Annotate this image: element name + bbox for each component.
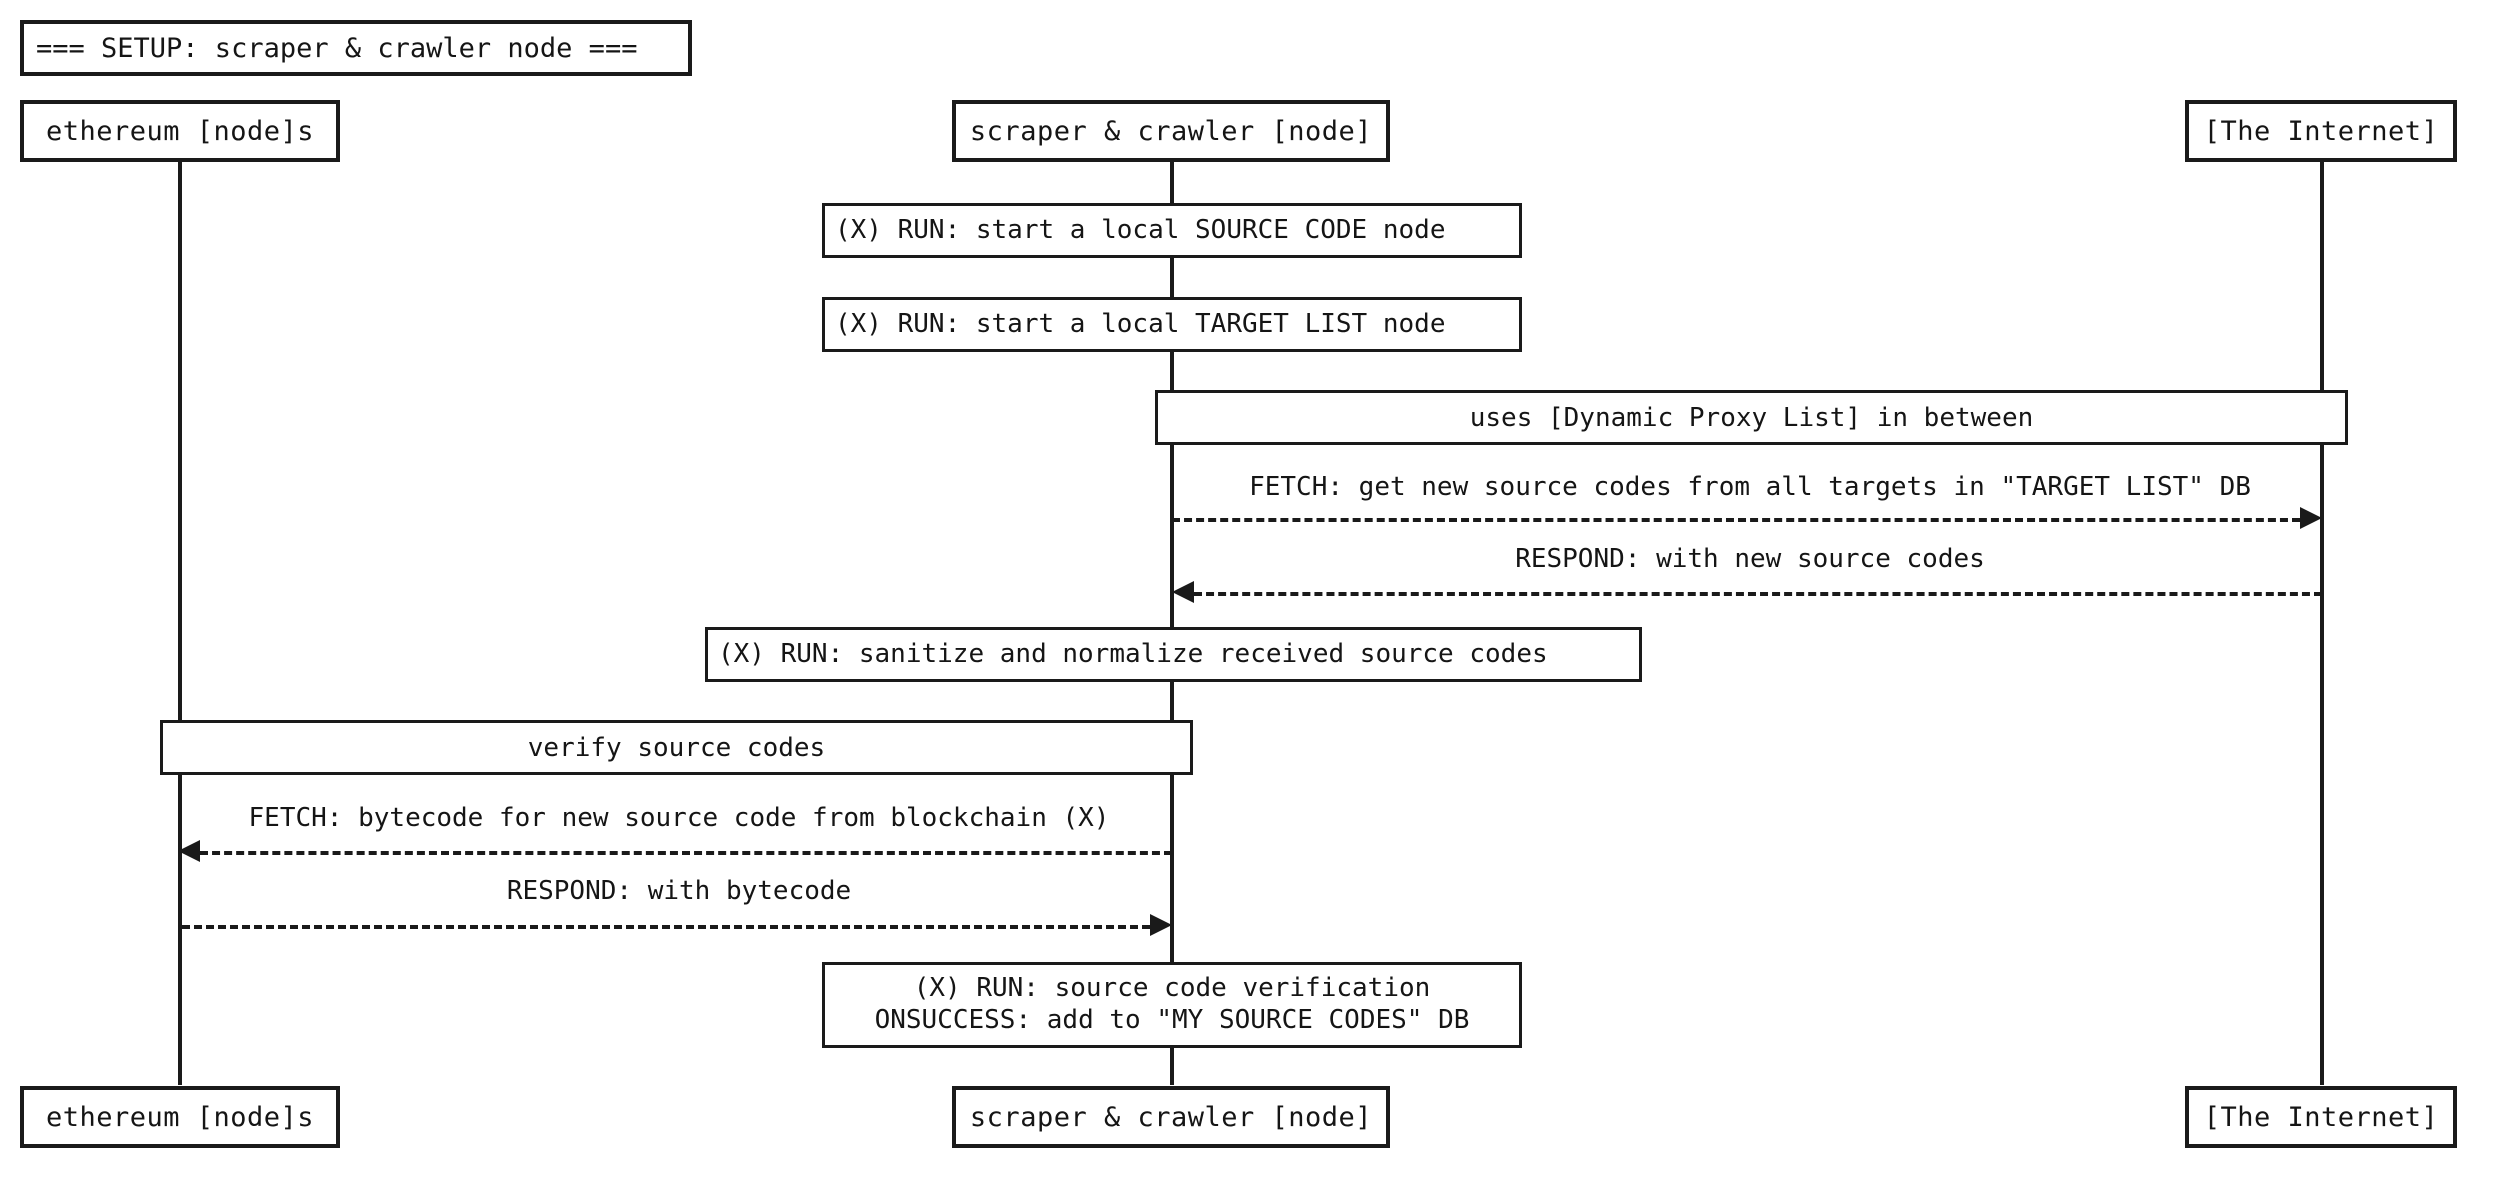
message-line-fetch-bytecode	[200, 851, 1172, 855]
arrow-head-respond-new-source-codes	[1172, 581, 1194, 603]
lifeline-ethereum	[178, 160, 182, 1085]
lifeline-scraper	[1170, 160, 1174, 1085]
note-verify-source-codes-label: verify source codes	[527, 732, 826, 763]
action-run-sanitize-normalize-label: (X) RUN: sanitize and normalize received…	[718, 638, 1548, 669]
arrow-head-fetch-new-source-codes	[2300, 507, 2322, 529]
message-label-fetch-bytecode: FETCH: bytecode for new source code from…	[186, 803, 1172, 833]
participant-ethereum-bottom[interactable]: ethereum [node]s	[20, 1086, 340, 1148]
note-dynamic-proxy-list[interactable]: uses [Dynamic Proxy List] in between	[1155, 390, 2348, 445]
message-text-fetch-bytecode: FETCH: bytecode for new source code from…	[248, 803, 1110, 833]
participant-scraper-bottom[interactable]: scraper & crawler [node]	[952, 1086, 1390, 1148]
action-run-sanitize-normalize[interactable]: (X) RUN: sanitize and normalize received…	[705, 627, 1642, 682]
message-text-fetch-new-source-codes: FETCH: get new source codes from all tar…	[1249, 472, 2251, 502]
participant-internet-top[interactable]: [The Internet]	[2185, 100, 2457, 162]
participant-ethereum-top[interactable]: ethereum [node]s	[20, 100, 340, 162]
arrow-head-fetch-bytecode	[178, 840, 200, 862]
participant-internet-bottom-label: [The Internet]	[2203, 1101, 2439, 1133]
lifeline-internet	[2320, 160, 2324, 1085]
message-label-fetch-new-source-codes: FETCH: get new source codes from all tar…	[1180, 472, 2320, 502]
action-run-source-code-verification-line2: ONSUCCESS: add to "MY SOURCE CODES" DB	[874, 1005, 1470, 1035]
participant-scraper-top[interactable]: scraper & crawler [node]	[952, 100, 1390, 162]
participant-ethereum-top-label: ethereum [node]s	[45, 115, 315, 147]
note-dynamic-proxy-list-label: uses [Dynamic Proxy List] in between	[1469, 402, 2034, 433]
message-label-respond-bytecode: RESPOND: with bytecode	[186, 876, 1172, 906]
action-run-source-code-verification[interactable]: (X) RUN: source code verification ONSUCC…	[822, 962, 1522, 1048]
setup-divider-label: === SETUP: scraper & crawler node ===	[36, 32, 638, 64]
participant-scraper-top-label: scraper & crawler [node]	[969, 115, 1373, 147]
action-run-source-code-node-label: (X) RUN: start a local SOURCE CODE node	[835, 214, 1446, 245]
message-text-respond-bytecode: RESPOND: with bytecode	[506, 876, 852, 906]
participant-internet-bottom[interactable]: [The Internet]	[2185, 1086, 2457, 1148]
action-run-source-code-verification-line1: (X) RUN: source code verification	[913, 973, 1431, 1004]
message-line-respond-bytecode	[182, 925, 1150, 929]
message-label-respond-new-source-codes: RESPOND: with new source codes	[1180, 544, 2320, 574]
message-text-respond-new-source-codes: RESPOND: with new source codes	[1515, 544, 1985, 574]
participant-scraper-bottom-label: scraper & crawler [node]	[969, 1101, 1373, 1133]
note-verify-source-codes[interactable]: verify source codes	[160, 720, 1193, 775]
participant-internet-top-label: [The Internet]	[2203, 115, 2439, 147]
message-line-respond-new-source-codes	[1194, 592, 2322, 596]
message-line-fetch-new-source-codes	[1172, 518, 2300, 522]
action-run-source-code-node[interactable]: (X) RUN: start a local SOURCE CODE node	[822, 203, 1522, 258]
action-run-target-list-node-label: (X) RUN: start a local TARGET LIST node	[835, 308, 1446, 339]
setup-divider: === SETUP: scraper & crawler node ===	[20, 20, 692, 76]
action-run-target-list-node[interactable]: (X) RUN: start a local TARGET LIST node	[822, 297, 1522, 352]
participant-ethereum-bottom-label: ethereum [node]s	[45, 1101, 315, 1133]
arrow-head-respond-bytecode	[1150, 914, 1172, 936]
